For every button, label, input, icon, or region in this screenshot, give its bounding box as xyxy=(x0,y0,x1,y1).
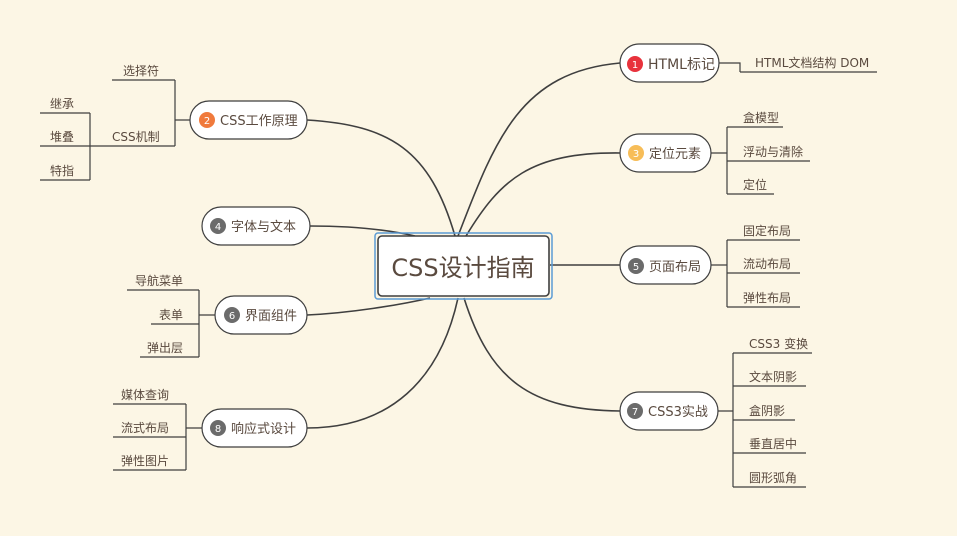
topic-responsive-number: 8 xyxy=(215,424,221,435)
topic-positioning-label: 定位元素 xyxy=(649,147,701,162)
topic-css-works-box xyxy=(189,100,308,140)
sub-connectors-left xyxy=(40,79,215,471)
topic-ui[interactable]: 6 界面组件 xyxy=(214,295,308,335)
subtopic-fluid-layout-r[interactable]: 流动布局 xyxy=(743,257,791,271)
subtopic-cascade[interactable]: 堆叠 xyxy=(50,130,74,144)
topic-layout[interactable]: 5 页面布局 xyxy=(619,245,712,285)
topic-positioning-badge xyxy=(628,145,644,161)
subtopic-box-model[interactable]: 盒模型 xyxy=(743,110,779,125)
topic-positioning-box xyxy=(619,133,712,173)
topic-positioning-number: 3 xyxy=(633,149,639,160)
connector-html xyxy=(457,62,621,237)
subtopics-right: HTML文档结构 DOM 盒模型 浮动与清除 定位 固定布局 流动布局 弹性布局… xyxy=(743,55,869,485)
topic-css-works[interactable]: 2 CSS工作原理 xyxy=(189,100,308,140)
topic-css3[interactable]: 7 CSS3实战 xyxy=(619,391,719,431)
topic-ui-number: 6 xyxy=(229,311,235,322)
topic-responsive-label: 响应式设计 xyxy=(231,421,296,437)
topic-css3-number: 7 xyxy=(632,407,638,418)
topic-html-box xyxy=(619,43,720,83)
topic-fonts-box xyxy=(201,206,311,246)
connector-fonts xyxy=(309,225,416,237)
sub-connectors-right xyxy=(711,62,877,488)
topic-fonts-number: 4 xyxy=(215,222,221,233)
topic-css-works-number: 2 xyxy=(204,116,210,127)
topic-css3-label: CSS3实战 xyxy=(648,405,708,420)
topic-html-number: 1 xyxy=(632,60,638,71)
topic-fonts-label: 字体与文本 xyxy=(231,220,296,235)
subtopic-rounded-corner[interactable]: 圆形弧角 xyxy=(749,471,797,485)
central-topic[interactable]: CSS设计指南 xyxy=(374,232,553,300)
sub-connector-html-0 xyxy=(719,62,741,72)
subtopic-text-shadow[interactable]: 文本阴影 xyxy=(749,369,797,384)
connector-css-works xyxy=(306,119,456,237)
subtopic-vertical-center[interactable]: 垂直居中 xyxy=(749,436,797,451)
sub-bracket-ui xyxy=(198,290,215,357)
sub-bracket-positioning xyxy=(711,127,728,194)
sub-bracket-responsive xyxy=(185,404,202,470)
topic-layout-box xyxy=(619,245,712,285)
subtopic-selector[interactable]: 选择符 xyxy=(123,63,159,78)
topic-layout-number: 5 xyxy=(633,262,639,273)
subtopic-elastic-layout[interactable]: 弹性布局 xyxy=(743,291,791,305)
subtopic-specificity[interactable]: 特指 xyxy=(50,163,74,178)
sub-bracket-css-works xyxy=(174,80,190,146)
subtopic-position[interactable]: 定位 xyxy=(743,177,767,192)
topic-css3-box xyxy=(619,391,719,431)
topic-ui-box xyxy=(214,295,308,335)
topic-css-works-label: CSS工作原理 xyxy=(220,114,298,129)
topic-layout-label: 页面布局 xyxy=(649,260,701,275)
connector-positioning xyxy=(465,152,621,237)
sub-bracket-layout xyxy=(711,240,728,307)
connector-responsive xyxy=(306,297,459,429)
subtopic-fixed-layout[interactable]: 固定布局 xyxy=(743,223,791,238)
topic-responsive-box xyxy=(201,408,308,448)
central-title: CSS设计指南 xyxy=(391,254,534,282)
subtopic-float-clear[interactable]: 浮动与清除 xyxy=(743,144,803,159)
subtopic-html-dom[interactable]: HTML文档结构 DOM xyxy=(755,55,869,70)
topic-responsive-badge xyxy=(210,420,226,436)
sub-bracket-css-mechanism xyxy=(89,113,104,180)
topic-positioning[interactable]: 3 定位元素 xyxy=(619,133,712,173)
connector-ui xyxy=(306,297,431,316)
central-selection xyxy=(374,232,553,300)
central-box xyxy=(377,235,550,297)
subtopic-css3-transform[interactable]: CSS3 变换 xyxy=(749,336,808,351)
subtopic-inherit[interactable]: 继承 xyxy=(50,97,74,111)
topic-responsive[interactable]: 8 响应式设计 xyxy=(201,408,308,448)
subtopic-fluid-layout-l[interactable]: 流式布局 xyxy=(121,421,169,435)
connector-css3 xyxy=(463,297,621,412)
topic-ui-label: 界面组件 xyxy=(245,309,297,324)
subtopic-box-shadow[interactable]: 盒阴影 xyxy=(749,403,785,418)
subtopic-form[interactable]: 表单 xyxy=(159,308,183,322)
topic-html-badge xyxy=(627,56,643,72)
topic-css-works-badge xyxy=(199,112,215,128)
topic-fonts[interactable]: 4 字体与文本 xyxy=(201,206,311,246)
topic-fonts-badge xyxy=(210,218,226,234)
subtopic-popup[interactable]: 弹出层 xyxy=(147,341,183,355)
subtopic-css-mechanism[interactable]: CSS机制 xyxy=(112,130,160,144)
topic-html[interactable]: 1 HTML标记 xyxy=(619,43,720,83)
subtopic-media-query[interactable]: 媒体查询 xyxy=(121,388,169,402)
subtopic-elastic-image[interactable]: 弹性图片 xyxy=(121,454,169,468)
subtopic-nav-menu[interactable]: 导航菜单 xyxy=(135,273,183,288)
topic-layout-badge xyxy=(628,258,644,274)
sub-bracket-css3 xyxy=(718,353,734,487)
subtopics-left: 选择符 CSS机制 继承 堆叠 特指 导航菜单 表单 弹出层 媒体查询 流式布局… xyxy=(50,63,183,468)
topic-css3-badge xyxy=(627,403,643,419)
topic-html-label: HTML标记 xyxy=(648,57,715,73)
topic-ui-badge xyxy=(224,307,240,323)
